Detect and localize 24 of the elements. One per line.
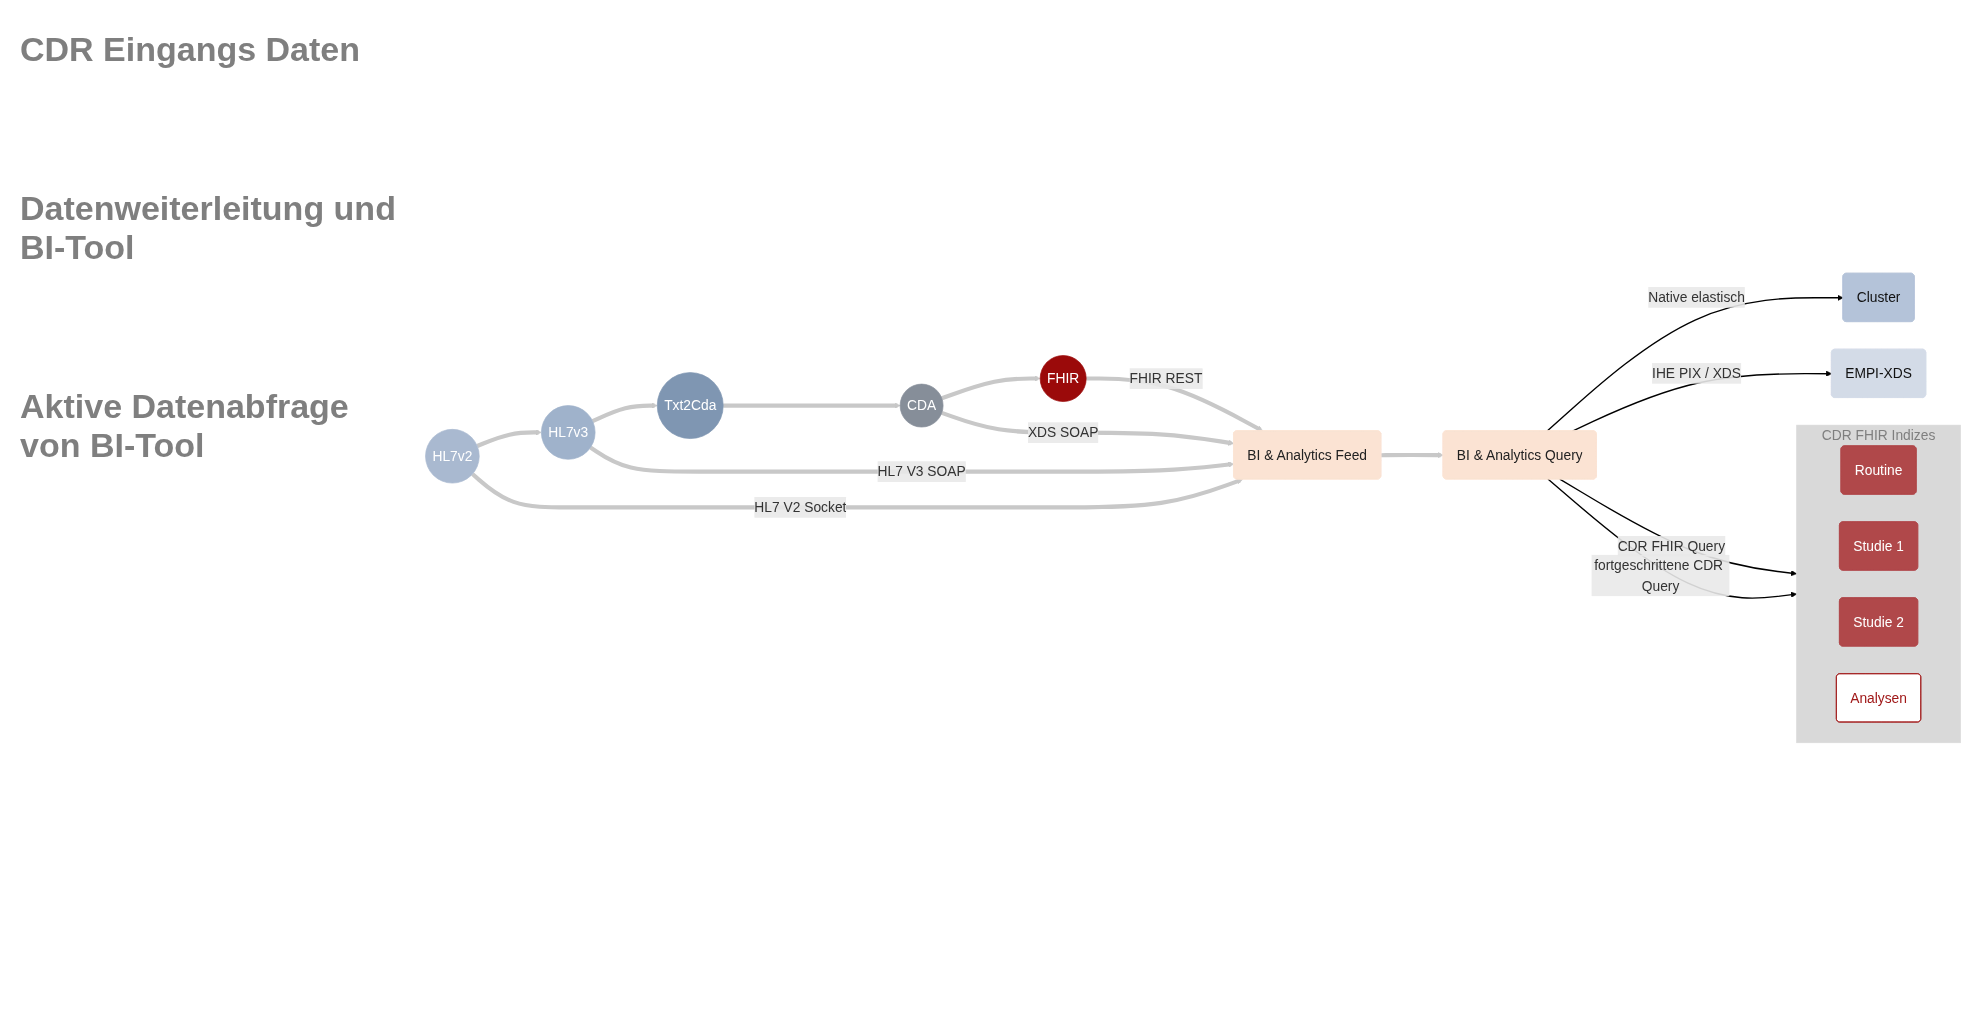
arrow [723,402,901,409]
node-circle: Txt2Cda [656,371,724,439]
edge-label: Native elastisch [1648,289,1745,305]
arrow [476,428,542,448]
edge-label: IHE PIX / XDS [1652,365,1742,381]
arrow [1559,477,1797,576]
edge-label: XDS SOAP [1027,424,1099,440]
edge-label: FHIR REST [1129,370,1203,386]
section-heading: CDR Eingangs Daten [20,30,362,69]
arrow [1381,451,1444,458]
section-heading: Datenweiterleitung und BI-Tool [20,189,397,267]
node-circle: HL7v3 [541,404,596,460]
node-circle: CDA [899,383,944,427]
node-circle: HL7v2 [425,428,480,483]
arrow [591,402,658,423]
node-circle: FHIR [1039,354,1087,402]
arrow [1547,477,1797,599]
edge-label: HL7 V2 Socket [754,499,847,515]
section-heading: Aktive Datenabfrage von BI-Tool [20,387,350,465]
edge-label: HL7 V3 SOAP [877,463,966,479]
edge-label: CDR FHIR Query [1617,538,1726,554]
edge-label: fortgeschrittene CDR Query [1594,557,1724,593]
arrow [941,410,1235,446]
arrow [941,375,1041,400]
